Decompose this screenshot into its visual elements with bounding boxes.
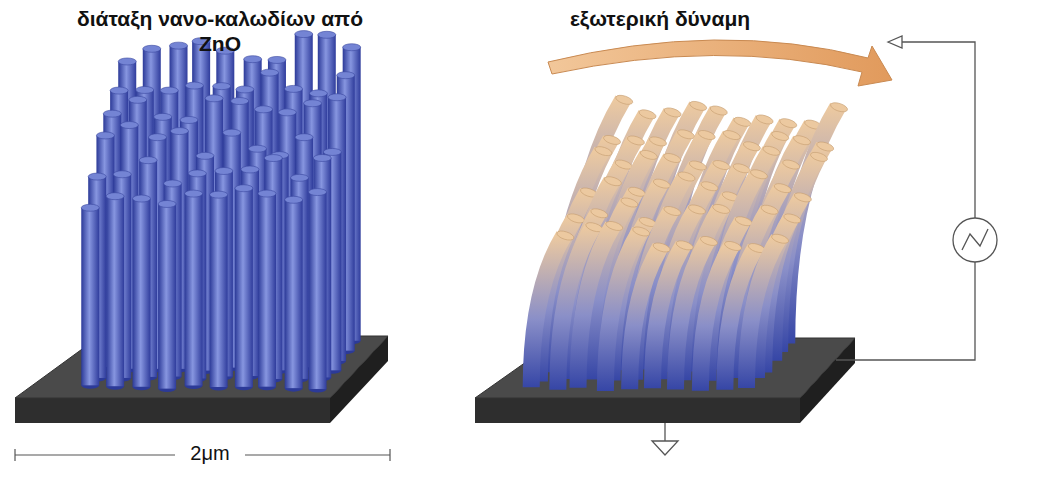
nanowire [81,204,99,389]
nanowire [185,190,203,389]
nanowire [309,189,327,393]
force-arrow [548,40,892,86]
array-title: διάταξη νανο-καλωδίων από ZnO [75,6,365,56]
nanowire [285,196,303,391]
circuit-wire [652,36,997,455]
nanowire [210,191,228,390]
nanowire-array [81,31,360,393]
nanowire [158,200,176,392]
nanowire [133,195,151,390]
nanowire [258,190,276,390]
bent-nanowire [746,232,789,388]
nanowire [106,193,124,390]
bent-nanowire-array [531,93,848,390]
scale-label: 2μm [175,441,245,465]
nanowire [235,185,253,391]
force-label: εξωτερική δύναμη [560,6,760,31]
